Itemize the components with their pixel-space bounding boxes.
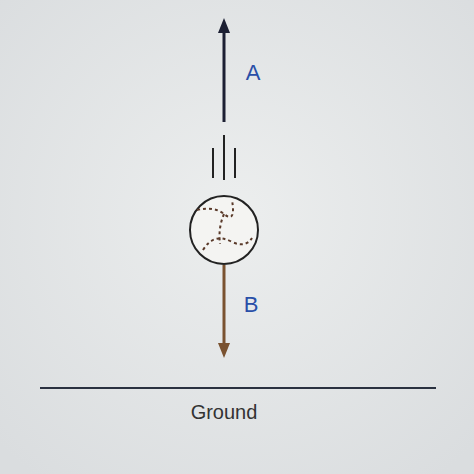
force-label: A bbox=[246, 62, 261, 84]
ground-line bbox=[40, 387, 436, 389]
force-arrow-a bbox=[223, 30, 226, 122]
arrow-head-b bbox=[218, 343, 230, 358]
baseball bbox=[190, 196, 258, 264]
motion-lines bbox=[213, 135, 235, 180]
force-arrow-b bbox=[223, 265, 226, 346]
force-label: B bbox=[244, 294, 259, 316]
arrow-head-a bbox=[218, 18, 230, 33]
ground-label: Ground bbox=[191, 402, 258, 422]
